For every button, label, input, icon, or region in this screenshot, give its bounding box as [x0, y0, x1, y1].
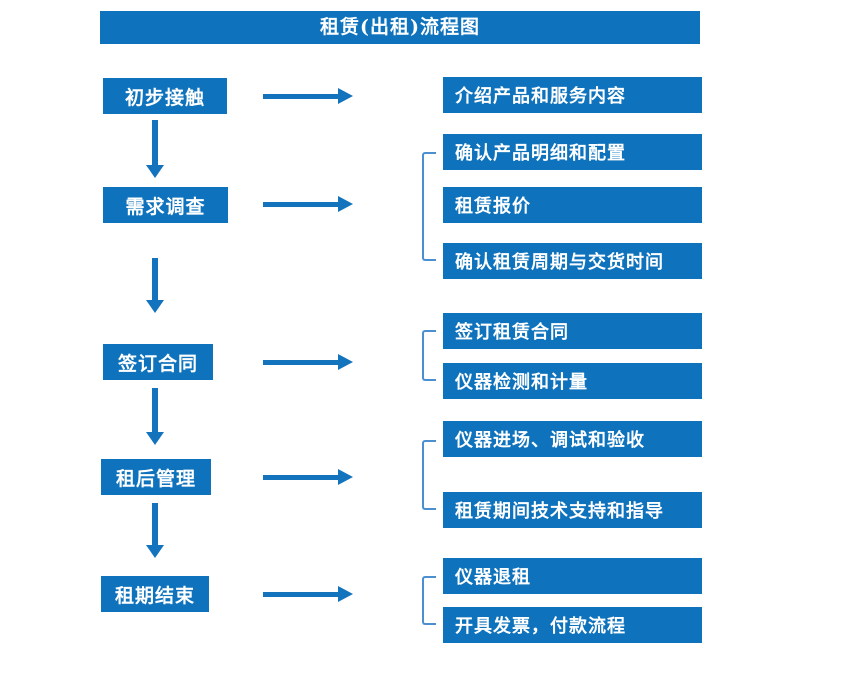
right-arrow-2-icon [263, 196, 353, 212]
detail-box-instrument-return: 仪器退租 [443, 558, 702, 594]
bracket-contract-details [422, 330, 436, 381]
right-arrow-4-icon [263, 469, 353, 485]
step-box-rental-period-end: 租期结束 [101, 576, 209, 612]
right-arrow-1-icon [263, 88, 353, 104]
bracket-needs-survey-details [422, 152, 436, 261]
right-arrow-5-icon [263, 586, 353, 602]
detail-box-rental-quote: 租赁报价 [443, 187, 702, 223]
detail-box-confirm-product-details: 确认产品明细和配置 [443, 134, 702, 170]
detail-box-instrument-inspection: 仪器检测和计量 [443, 363, 702, 399]
step-box-initial-contact: 初步接触 [103, 78, 227, 114]
step-box-post-rental-management: 租后管理 [101, 459, 211, 495]
down-arrow-2-icon [146, 258, 164, 313]
detail-box-introduce-products: 介绍产品和服务内容 [443, 77, 702, 113]
detail-box-technical-support: 租赁期间技术支持和指导 [443, 492, 702, 528]
down-arrow-3-icon [146, 388, 164, 445]
detail-box-instrument-setup: 仪器进场、调试和验收 [443, 421, 702, 457]
step-box-contract-signing: 签订合同 [103, 344, 213, 380]
down-arrow-4-icon [146, 503, 164, 558]
detail-box-invoicing-payment: 开具发票，付款流程 [443, 607, 702, 643]
down-arrow-1-icon [146, 120, 164, 178]
detail-box-sign-rental-contract: 签订租赁合同 [443, 313, 702, 349]
detail-box-confirm-rental-period: 确认租赁周期与交货时间 [443, 243, 702, 279]
step-box-needs-survey: 需求调查 [103, 187, 228, 223]
right-arrow-3-icon [263, 354, 353, 370]
flowchart-title: 租赁(出租)流程图 [100, 11, 700, 44]
bracket-post-rental-details [422, 440, 436, 510]
bracket-rental-end-details [422, 576, 436, 625]
